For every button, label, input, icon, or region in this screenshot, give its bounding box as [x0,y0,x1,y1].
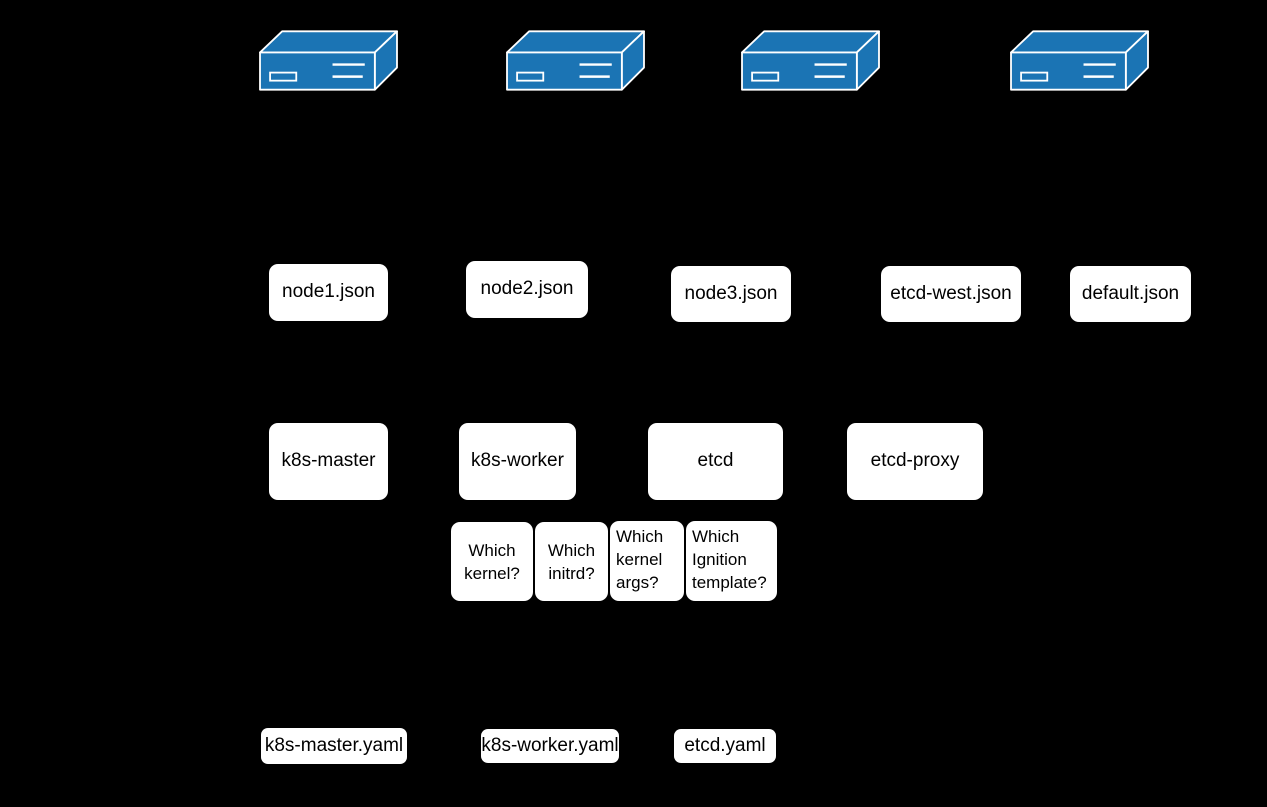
template-label: k8s-master.yaml [264,734,404,756]
template-label: k8s-worker.yaml [481,734,619,756]
question-label: Which Ignition template? [692,527,767,592]
group-box-node3-json: node3.json [671,266,791,322]
question-box-ignition-template: Which Ignition template? [686,521,777,601]
template-box-k8s-master-yaml: k8s-master.yaml [261,728,407,764]
template-box-k8s-worker-yaml: k8s-worker.yaml [481,729,619,763]
profile-label: etcd-proxy [870,450,960,472]
server-icon [1010,30,1149,91]
template-label: etcd.yaml [684,734,766,756]
group-box-node2-json: node2.json [466,261,588,318]
group-label: default.json [1081,282,1180,304]
group-label: node1.json [282,281,375,303]
question-box-initrd: Which initrd? [535,522,608,601]
profile-label: k8s-master [281,450,376,472]
server-icon [259,30,398,91]
profile-label: etcd [697,450,734,472]
group-box-default-json: default.json [1070,266,1191,322]
group-label: node2.json [480,278,574,300]
question-label: Which initrd? [547,540,596,583]
group-box-node1-json: node1.json [269,264,388,321]
template-box-etcd-yaml: etcd.yaml [674,729,776,763]
server-icon [741,30,880,91]
group-label: etcd-west.json [890,282,1012,304]
group-box-etcd-west-json: etcd-west.json [881,266,1021,322]
server-icon [506,30,645,91]
question-label: Which kernel args? [616,527,664,592]
profile-box-k8s-master: k8s-master [269,423,388,500]
question-label: Which kernel? [464,540,520,583]
profile-box-k8s-worker: k8s-worker [459,423,576,500]
profile-box-etcd-proxy: etcd-proxy [847,423,983,500]
profile-box-etcd: etcd [648,423,783,500]
profile-label: k8s-worker [471,450,564,472]
question-box-kernel-args: Which kernel args? [610,521,684,601]
group-label: node3.json [684,282,778,304]
question-box-kernel: Which kernel? [451,522,533,601]
